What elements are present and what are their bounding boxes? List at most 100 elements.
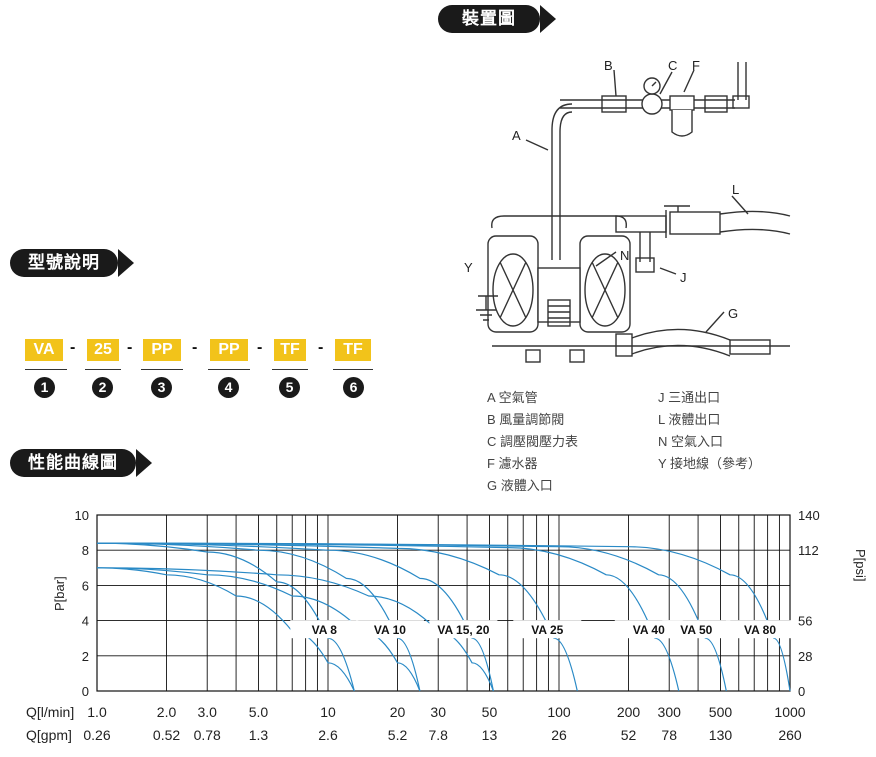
x-tick-label-gpm: 260 [778, 727, 802, 743]
y-tick-label-right: 0 [798, 684, 805, 699]
installation-header: 裝置圖 [438, 5, 556, 33]
series-line [96, 542, 355, 692]
series-line [96, 567, 355, 692]
x-tick-label-lpm: 200 [617, 704, 641, 720]
model-header: 型號說明 [10, 249, 134, 277]
code-underline [272, 369, 308, 370]
x-tick-label-gpm: 0.52 [153, 727, 180, 743]
y-axis-label-right: P[psi] [853, 549, 868, 582]
callout-l: L [732, 182, 739, 197]
legend-l: L 液體出口 [658, 412, 721, 427]
y-tick-label-left: 6 [82, 578, 89, 593]
y-tick-label-left: 2 [82, 649, 89, 664]
model-code-1: VA [25, 339, 63, 361]
legend-a: A 空氣管 [487, 390, 538, 405]
callout-g: G [728, 306, 738, 321]
series-label-bg [662, 620, 731, 639]
x-axis-label-lpm: Q[l/min] [26, 704, 74, 720]
y-tick-label-right: 140 [798, 508, 820, 523]
x-tick-label-gpm: 78 [661, 727, 677, 743]
model-code-6: TF [335, 339, 371, 361]
series-label: VA 25 [531, 623, 563, 637]
series-line [96, 567, 421, 692]
x-tick-label-lpm: 10 [320, 704, 336, 720]
x-tick-label-gpm: 130 [709, 727, 733, 743]
y-tick-label-left: 0 [82, 684, 89, 699]
code-underline [25, 369, 67, 370]
x-tick-label-gpm: 26 [551, 727, 567, 743]
dash: - [127, 339, 133, 356]
callout-c: C [668, 58, 677, 73]
performance-chart: 0246810028561121401.00.262.00.523.00.785… [26, 508, 868, 743]
series-line [96, 542, 578, 692]
x-tick-label-lpm: 5.0 [249, 704, 269, 720]
series-label-bg [513, 620, 582, 639]
callout-n: N [620, 248, 629, 263]
code-number-6: 6 [343, 377, 364, 398]
code-number-5: 5 [279, 377, 300, 398]
legend-n: N 空氣入口 [658, 434, 724, 449]
legend-j: J 三通出口 [658, 390, 721, 405]
code-underline [333, 369, 373, 370]
series-label-bg [290, 620, 359, 639]
legend-c: C 調壓閥壓力表 [487, 434, 579, 449]
y-tick-label-right: 28 [798, 649, 812, 664]
callout-a: A [512, 128, 521, 143]
series-label-bg [726, 620, 794, 639]
model-code-5: TF [274, 339, 306, 361]
series-label: VA 10 [374, 623, 406, 637]
y-axis-label-left: P[bar] [52, 576, 67, 611]
series-label-bg [355, 620, 424, 639]
callout-f: F [692, 58, 700, 73]
series-line [96, 542, 727, 692]
series-label: VA 40 [633, 623, 665, 637]
x-tick-label-lpm: 2.0 [157, 704, 177, 720]
series-label-bg [429, 620, 498, 639]
x-tick-label-gpm: 1.3 [249, 727, 269, 743]
x-tick-label-gpm: 0.26 [83, 727, 110, 743]
x-tick-label-gpm: 13 [482, 727, 498, 743]
code-number-2: 2 [92, 377, 113, 398]
x-tick-label-gpm: 5.2 [388, 727, 408, 743]
code-underline [85, 369, 121, 370]
x-tick-label-lpm: 1000 [774, 704, 805, 720]
y-tick-label-right: 56 [798, 614, 812, 629]
series-line [96, 542, 494, 692]
x-tick-label-lpm: 20 [390, 704, 406, 720]
y-tick-label-left: 10 [75, 508, 89, 523]
series-line [96, 542, 791, 692]
performance-header: 性能曲線圖 [10, 449, 152, 477]
legend-g: G 液體入口 [487, 478, 553, 493]
y-tick-label-left: 8 [82, 543, 89, 558]
series-label: VA 50 [680, 623, 712, 637]
x-tick-label-lpm: 1.0 [87, 704, 107, 720]
dash: - [318, 339, 324, 356]
x-axis-label-gpm: Q[gpm] [26, 727, 72, 743]
x-tick-label-lpm: 30 [430, 704, 446, 720]
series-line [96, 542, 421, 692]
series-label: VA 15, 20 [437, 623, 489, 637]
plot-frame [96, 514, 791, 692]
y-tick-label-left: 4 [82, 614, 89, 629]
code-underline [141, 369, 183, 370]
legend-f: F 濾水器 [487, 456, 538, 471]
x-tick-label-lpm: 100 [547, 704, 571, 720]
callout-y: Y [464, 260, 473, 275]
code-number-1: 1 [34, 377, 55, 398]
callout-j: J [680, 270, 687, 285]
legend-b: B 風量調節閥 [487, 412, 565, 427]
y-tick-label-right: 112 [798, 543, 819, 558]
series-label: VA 80 [744, 623, 776, 637]
x-tick-label-gpm: 2.6 [318, 727, 338, 743]
dash: - [70, 339, 76, 356]
code-underline [208, 369, 250, 370]
x-tick-label-gpm: 0.78 [194, 727, 221, 743]
model-code-3: PP [143, 339, 181, 361]
series-label: VA 8 [312, 623, 338, 637]
x-tick-label-gpm: 52 [621, 727, 637, 743]
code-number-3: 3 [151, 377, 172, 398]
installation-diagram: A B C F L N J Y G [464, 58, 791, 363]
legend-y: Y 接地線（參考） [658, 456, 762, 471]
x-tick-label-lpm: 500 [709, 704, 733, 720]
x-tick-label-gpm: 7.8 [428, 727, 448, 743]
